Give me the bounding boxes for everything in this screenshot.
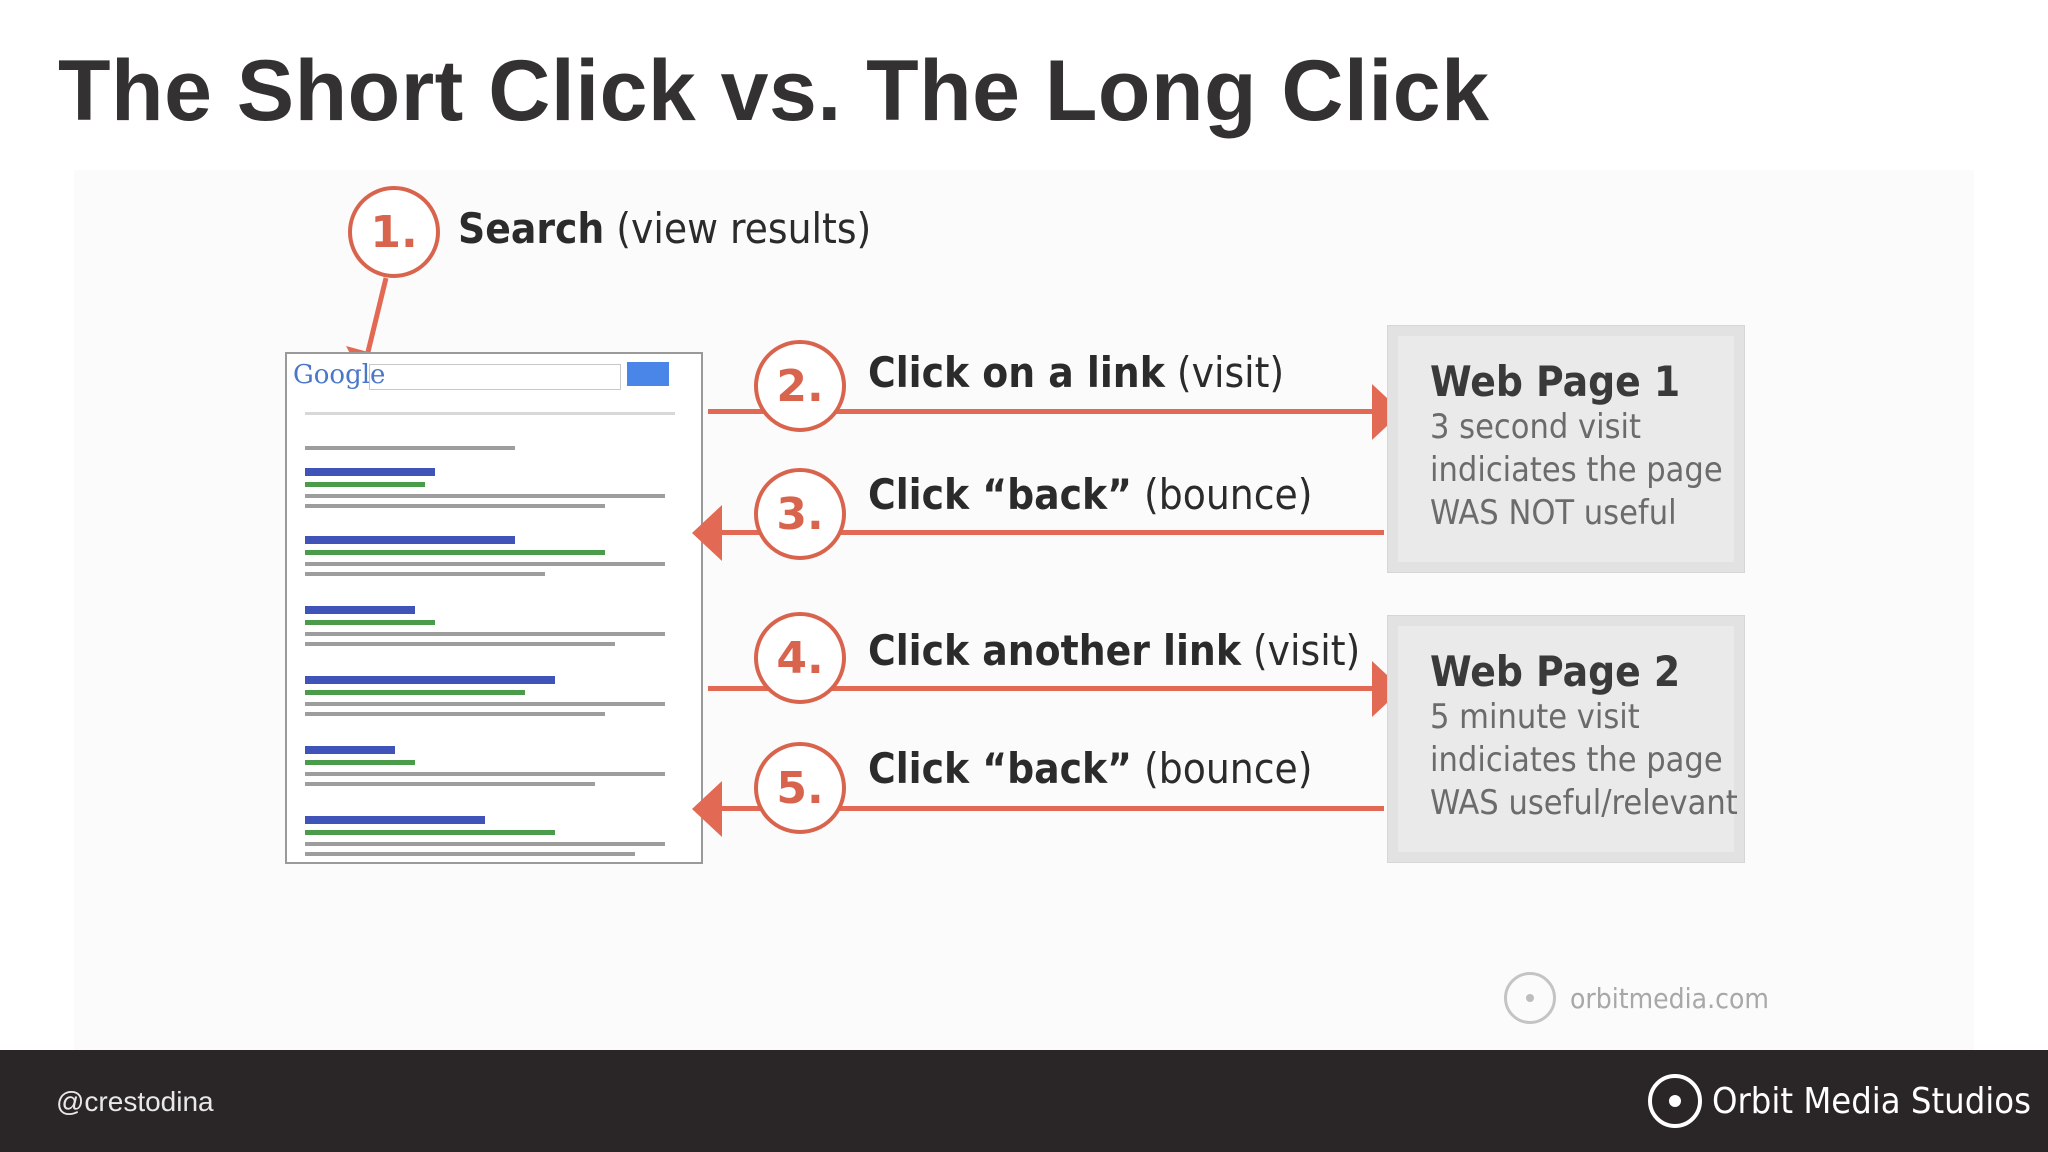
step-1-detail: (view results): [604, 204, 872, 253]
web-page-2-line-2: indiciates the page: [1430, 740, 1723, 780]
web-page-1-line-1: 3 second visit: [1430, 407, 1642, 447]
step-3-action: Click “back”: [868, 470, 1132, 519]
step-4-circle: 4.: [754, 612, 846, 704]
watermark-text: orbitmedia.com: [1570, 981, 1769, 1015]
brand-name: Orbit Media Studios: [1712, 1080, 2031, 1122]
search-results-thumbnail: Google: [285, 352, 703, 864]
serp-result-text: [305, 772, 665, 776]
serp-result-url: [305, 760, 415, 765]
serp-result-text: [305, 562, 665, 566]
step-2-action: Click on a link: [868, 348, 1165, 397]
step-5-arrow-line: [718, 806, 1384, 811]
web-page-1-card: Web Page 1 3 second visit indiciates the…: [1388, 326, 1744, 572]
step-1-action: Search: [458, 204, 605, 253]
slide-title: The Short Click vs. The Long Click: [58, 43, 1490, 139]
serp-result-title: [305, 536, 515, 544]
serp-result-text: [305, 712, 605, 716]
serp-result-text: [305, 782, 595, 786]
slide-footer: @crestodina Orbit Media Studios: [0, 1050, 2048, 1152]
step-4-arrow-line: [708, 686, 1380, 691]
serp-result-title: [305, 746, 395, 754]
serp-result-title: [305, 816, 485, 824]
web-page-1-title: Web Page 1: [1430, 357, 1681, 406]
web-page-1-line-3: WAS NOT useful: [1430, 493, 1677, 533]
serp-result-text: [305, 642, 615, 646]
step-4-action: Click another link: [868, 626, 1241, 675]
step-4-label: Click another link (visit): [868, 626, 1360, 675]
serp-result-count: [305, 446, 515, 450]
serp-result-text: [305, 842, 665, 846]
step-3-arrow-head: [692, 505, 722, 561]
serp-result-text: [305, 632, 665, 636]
serp-result-text: [305, 852, 635, 856]
serp-result-url: [305, 830, 555, 835]
web-page-2-card: Web Page 2 5 minute visit indiciates the…: [1388, 616, 1744, 862]
step-2-arrow-line: [708, 409, 1380, 414]
web-page-2-line-3: WAS useful/relevant: [1430, 783, 1738, 823]
step-2-detail: (visit): [1164, 348, 1285, 397]
step-5-detail: (bounce): [1132, 744, 1313, 793]
serp-result-title: [305, 676, 555, 684]
step-1-label: Search (view results): [458, 204, 871, 253]
twitter-handle: @crestodina: [56, 1086, 214, 1117]
serp-result-title: [305, 606, 415, 614]
serp-result-title: [305, 468, 435, 476]
serp-result-url: [305, 482, 425, 487]
step-3-circle: 3.: [754, 468, 846, 560]
serp-result-url: [305, 620, 435, 625]
serp-result-url: [305, 690, 525, 695]
orbit-logo-icon: [1648, 1074, 1702, 1128]
serp-result-text: [305, 494, 665, 498]
step-2-circle: 2.: [754, 340, 846, 432]
step-3-arrow-line: [718, 530, 1384, 535]
step-3-label: Click “back” (bounce): [868, 470, 1313, 519]
serp-search-button: [627, 362, 669, 386]
serp-result-text: [305, 702, 665, 706]
step-4-detail: (visit): [1240, 626, 1361, 675]
step-3-detail: (bounce): [1132, 470, 1313, 519]
web-page-2-title: Web Page 2: [1430, 647, 1681, 696]
orbitmedia-watermark: orbitmedia.com: [1504, 972, 1769, 1024]
google-logo: Google: [293, 360, 386, 390]
serp-result-text: [305, 504, 605, 508]
web-page-1-line-2: indiciates the page: [1430, 450, 1723, 490]
serp-result-text: [305, 572, 545, 576]
step-5-circle: 5.: [754, 742, 846, 834]
step-5-action: Click “back”: [868, 744, 1132, 793]
step-1-circle: 1.: [348, 186, 440, 278]
serp-search-box: [369, 364, 621, 390]
step-2-label: Click on a link (visit): [868, 348, 1284, 397]
serp-nav-rule: [305, 412, 675, 415]
web-page-2-line-1: 5 minute visit: [1430, 697, 1640, 737]
serp-result-url: [305, 550, 605, 555]
brand-logo: Orbit Media Studios: [1648, 1074, 2031, 1128]
step-5-arrow-head: [692, 781, 722, 837]
orbit-logo-icon: [1504, 972, 1556, 1024]
step-5-label: Click “back” (bounce): [868, 744, 1313, 793]
